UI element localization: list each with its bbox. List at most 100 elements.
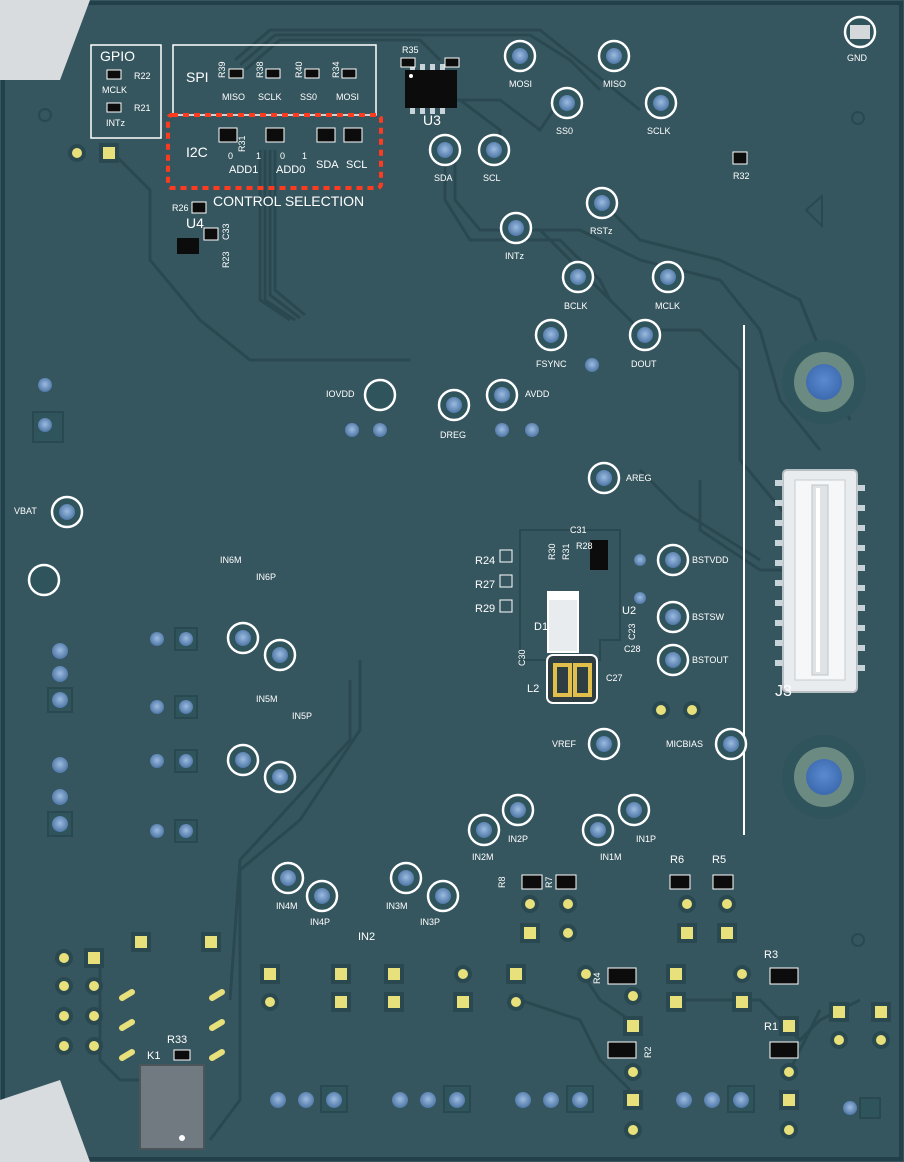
c30-label: C30 <box>517 649 527 666</box>
r33-label: R33 <box>167 1034 188 1046</box>
gold-pads <box>55 143 891 1139</box>
small-holes <box>38 108 865 947</box>
r22-label: R22 <box>134 71 151 81</box>
r38-label: R38 <box>255 61 265 78</box>
r32-label: R32 <box>733 171 750 181</box>
u2-label: U2 <box>622 605 637 617</box>
r27-label: R27 <box>475 579 496 591</box>
i2c-scl-label: SCL <box>346 159 368 171</box>
tp-in5m-label: IN5M <box>256 694 278 704</box>
tp-sda-label: SDA <box>434 173 453 183</box>
gpio-intz-label: INTz <box>106 118 125 128</box>
tp-in6m-label: IN6M <box>220 555 242 565</box>
r29-label: R29 <box>475 603 496 615</box>
mounting-hole-right-top <box>782 340 866 424</box>
tp-bstout-label: BSTOUT <box>692 655 729 665</box>
i2c-sda-label: SDA <box>316 159 339 171</box>
r7-label: R7 <box>544 876 554 888</box>
tp-miso-label: MISO <box>603 79 627 89</box>
r23-label: R23 <box>221 251 231 268</box>
smd-resistors <box>106 57 799 1059</box>
tp-in3m-label: IN3M <box>386 901 408 911</box>
add1-zero-label: 0 <box>228 151 234 161</box>
ic-u3 <box>405 64 457 114</box>
spi-label: SPI <box>186 69 209 85</box>
connector-j3 <box>775 469 865 693</box>
tp-bstsw-label: BSTSW <box>692 612 725 622</box>
corner-mount-bottom-left <box>0 1080 90 1162</box>
corner-mount-top-left <box>0 0 90 80</box>
r3-label: R3 <box>764 949 779 961</box>
relay-k1 <box>139 1049 205 1150</box>
tp-dout-label: DOUT <box>631 359 657 369</box>
tp-dreg-label: DREG <box>440 430 467 440</box>
c27-label: C27 <box>606 673 623 683</box>
r31-label: R31 <box>237 135 247 152</box>
i2c-highlight-box <box>166 113 383 190</box>
r21-label: R21 <box>134 103 151 113</box>
gpio-label: GPIO <box>100 48 136 64</box>
in2-label: IN2 <box>358 931 376 943</box>
tp-in6p-label: IN6P <box>256 572 277 582</box>
tp-ss0-label: SS0 <box>556 126 574 136</box>
r2-label: R2 <box>643 1046 653 1058</box>
spi-sclk-label: SCLK <box>258 92 282 102</box>
add0-zero-label: 0 <box>280 151 286 161</box>
tp-in3p-label: IN3P <box>420 917 441 927</box>
tp-scl-label: SCL <box>483 173 501 183</box>
tp-bstvdd-label: BSTVDD <box>692 555 729 565</box>
spi-ss0-label: SS0 <box>300 92 318 102</box>
r30-label: R30 <box>547 543 557 560</box>
r34-label: R34 <box>331 61 341 78</box>
r1-label: R1 <box>764 1021 779 1033</box>
tp-iovdd-label: IOVDD <box>326 389 355 399</box>
tp-fsync-label: FSYNC <box>536 359 567 369</box>
c31-label: C31 <box>570 525 587 535</box>
d1-label: D1 <box>534 621 549 633</box>
tp-rstz-label: RSTz <box>590 226 613 236</box>
control-selection-label: CONTROL SELECTION <box>213 193 365 209</box>
r26-label: R26 <box>172 203 189 213</box>
fiducial-triangle <box>804 193 823 229</box>
mounting-hole-right-bottom <box>782 735 866 819</box>
test-point-vias <box>59 48 739 904</box>
tp-in4p-label: IN4P <box>310 917 331 927</box>
gpio-mclk-label: MCLK <box>102 85 128 95</box>
tp-micbias-label: MICBIAS <box>666 739 704 749</box>
r24-label: R24 <box>475 555 496 567</box>
r6-label: R6 <box>670 854 685 866</box>
gnd-label: GND <box>847 53 867 63</box>
spi-miso-label: MISO <box>222 92 246 102</box>
tp-in4m-label: IN4M <box>276 901 298 911</box>
tp-in1m-label: IN1M <box>600 852 622 862</box>
tp-mosi-label: MOSI <box>509 79 533 89</box>
tp-vbat-label: VBAT <box>14 506 37 516</box>
gnd-pin <box>850 25 870 39</box>
ic-u4 <box>177 227 219 254</box>
tp-mclk-label: MCLK <box>655 301 681 311</box>
r5-label: R5 <box>712 854 727 866</box>
r35-label: R35 <box>402 45 419 55</box>
c23-label: C23 <box>627 623 637 640</box>
i2c-label: I2C <box>186 144 208 160</box>
r28-label: R28 <box>576 541 593 551</box>
tp-in2m-label: IN2M <box>472 852 494 862</box>
add1-one-label: 1 <box>256 151 262 161</box>
r31b-label: R31 <box>561 543 571 560</box>
tp-avdd-label: AVDD <box>525 389 550 399</box>
tp-areg-label: AREG <box>626 473 652 483</box>
u3-label: U3 <box>423 112 441 128</box>
tp-in5p-label: IN5P <box>292 711 313 721</box>
ic-u2-region <box>499 529 621 704</box>
add1-label: ADD1 <box>229 164 259 176</box>
add0-label: ADD0 <box>276 164 306 176</box>
j3-label: J3 <box>775 683 792 700</box>
pad-vias <box>38 378 857 1115</box>
tp-in2p-label: IN2P <box>508 834 529 844</box>
k1-label: K1 <box>147 1050 161 1062</box>
tp-bclk-label: BCLK <box>564 301 588 311</box>
spi-mosi-label: MOSI <box>336 92 360 102</box>
c28-label: C28 <box>624 644 641 654</box>
